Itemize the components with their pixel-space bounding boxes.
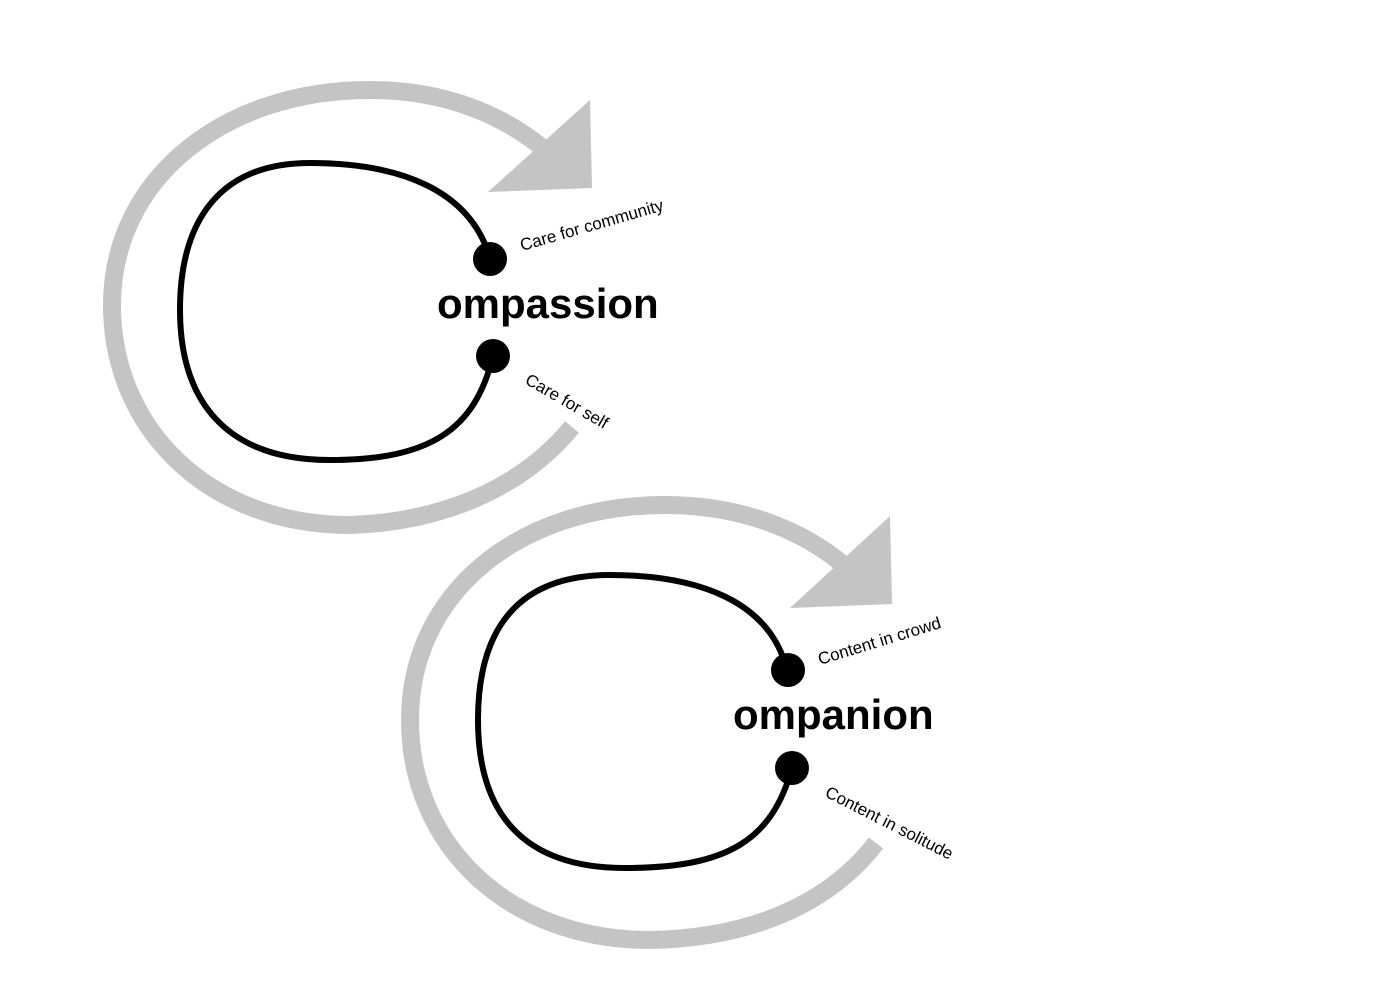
companion-top-dot xyxy=(771,653,805,687)
compassion-diagram: ompassion Care for community Care for se… xyxy=(102,80,666,535)
compassion-top-dot xyxy=(473,242,507,276)
companion-bottom-label: Content in solitude xyxy=(822,783,956,864)
companion-bottom-dot xyxy=(775,751,809,785)
compassion-cycle-arrowhead xyxy=(488,100,592,192)
compassion-c-curve xyxy=(176,159,496,464)
compassion-bottom-dot xyxy=(476,339,510,373)
companion-top-label: Content in crowd xyxy=(816,613,944,668)
companion-word: ompanion xyxy=(733,691,934,738)
compassion-word: ompassion xyxy=(437,280,659,327)
companion-c-curve xyxy=(474,571,795,872)
companion-cycle-arrow-arc xyxy=(400,495,884,950)
companion-cycle-arrowhead xyxy=(790,516,892,608)
compassion-top-label: Care for community xyxy=(518,196,666,255)
compassion-cycle-arrow-arc xyxy=(102,80,579,535)
companion-diagram: ompanion Content in crowd Content in sol… xyxy=(400,495,956,950)
